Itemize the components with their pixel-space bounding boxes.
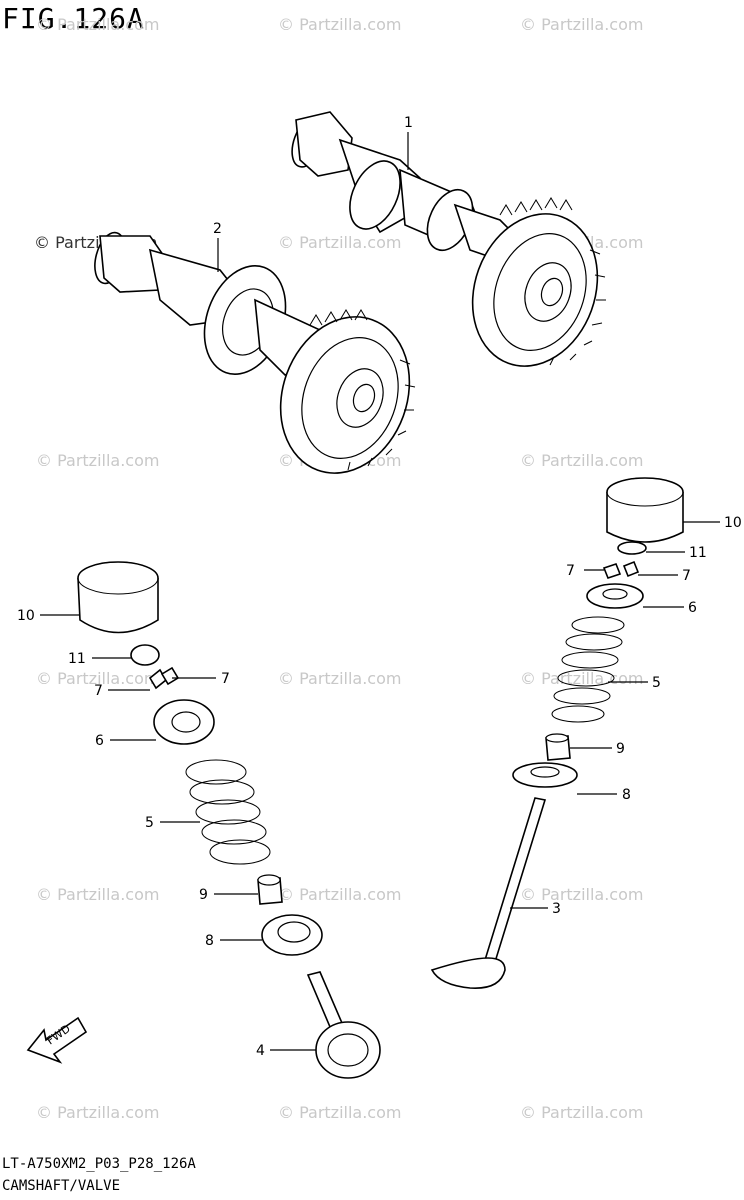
callout-8-left: 8 bbox=[205, 933, 214, 949]
camshaft-2 bbox=[94, 231, 416, 474]
callout-5-left: 5 bbox=[145, 815, 154, 831]
callout-6-left: 6 bbox=[95, 733, 104, 749]
spring-left bbox=[185, 759, 271, 865]
callout-4: 4 bbox=[256, 1043, 265, 1059]
diagram-title: CAMSHAFT/VALVE bbox=[2, 1178, 121, 1194]
callout-labels: 1 2 10 11 7 7 6 5 9 8 3 10 11 7 7 6 5 9 … bbox=[17, 115, 742, 1059]
watermark: © Partzilla.com bbox=[36, 885, 159, 904]
watermark: © Partzilla.com bbox=[278, 885, 401, 904]
watermark: © Partzilla.com bbox=[36, 451, 159, 470]
watermark: © Partzilla.com bbox=[36, 1103, 159, 1122]
callout-11-right: 11 bbox=[689, 545, 707, 561]
watermark: © Partzilla.com bbox=[278, 1103, 401, 1122]
callout-11-left: 11 bbox=[68, 651, 86, 667]
valve-assembly-right bbox=[430, 477, 684, 989]
callout-10-right: 10 bbox=[724, 515, 742, 531]
callout-9-right: 9 bbox=[616, 741, 625, 757]
watermark: © Partzilla.com bbox=[520, 1103, 643, 1122]
callout-2: 2 bbox=[213, 221, 222, 237]
watermark: © Partzilla.com bbox=[520, 885, 643, 904]
diagram-code: LT-A750XM2_P03_P28_126A bbox=[2, 1156, 196, 1172]
callout-9-left: 9 bbox=[199, 887, 208, 903]
spring-right bbox=[551, 616, 625, 723]
callout-1: 1 bbox=[404, 115, 413, 131]
valve-assembly-left bbox=[77, 561, 381, 1079]
watermark: © Partzilla.com bbox=[520, 451, 643, 470]
watermark: © Partzilla.com bbox=[520, 669, 643, 688]
watermark: © Partzilla.com bbox=[278, 233, 401, 252]
callout-7-left-b: 7 bbox=[221, 671, 230, 687]
camshaft-1 bbox=[291, 111, 606, 367]
callout-10-left: 10 bbox=[17, 608, 35, 624]
watermark: © Partzilla.com bbox=[278, 15, 401, 34]
forward-arrow: FWD bbox=[26, 1016, 88, 1064]
callout-7-right-b: 7 bbox=[682, 568, 691, 584]
callout-6-right: 6 bbox=[688, 600, 697, 616]
callout-7-left-a: 7 bbox=[94, 683, 103, 699]
watermark: © Partzilla.com bbox=[36, 15, 159, 34]
callout-3: 3 bbox=[552, 901, 561, 917]
figure-title: FIG.126A bbox=[2, 2, 145, 35]
leader-lines bbox=[40, 132, 720, 1051]
callout-5-right: 5 bbox=[652, 675, 661, 691]
callout-7-right-a: 7 bbox=[566, 563, 575, 579]
watermark: © Partzilla.com bbox=[278, 669, 401, 688]
watermark: © Partzilla.com bbox=[36, 669, 159, 688]
watermark: © Partzilla.com bbox=[520, 15, 643, 34]
callout-8-right: 8 bbox=[622, 787, 631, 803]
